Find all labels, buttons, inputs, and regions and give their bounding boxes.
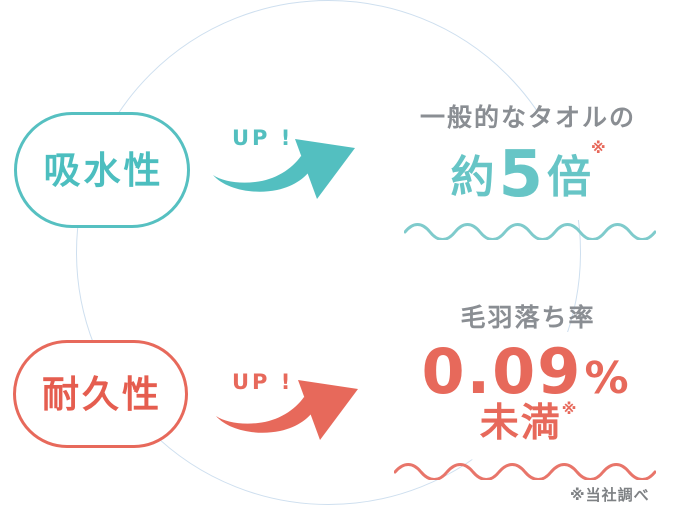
up-arrow-icon-teal <box>213 139 355 199</box>
durability-value-qualifier: 未満※ <box>400 401 656 446</box>
wavy-underline-teal <box>404 223 656 240</box>
absorbency-up-label: UP ! <box>232 126 294 150</box>
absorbency-pill-label: 吸水性 <box>43 148 164 192</box>
wavy-underline-coral <box>394 463 656 480</box>
absorbency-asterisk: ※ <box>590 139 606 157</box>
durability-pill-label: 耐久性 <box>42 372 162 416</box>
durability-value-number: 0.09 <box>421 335 583 408</box>
absorbency-pill: 吸水性 <box>14 112 190 228</box>
durability-pill: 耐久性 <box>13 340 188 448</box>
footnote-text: ※当社調べ <box>570 486 650 504</box>
durability-value-suffix: 未満 <box>479 401 562 446</box>
durability-value-unit: % <box>584 353 629 404</box>
decorative-circle <box>76 0 581 505</box>
durability-asterisk: ※ <box>561 400 577 418</box>
absorbency-value-prefix: 約 <box>450 152 495 203</box>
durability-up-label: UP ! <box>232 370 294 394</box>
absorbency-value-number: 5 <box>498 138 543 212</box>
white-blob-top <box>398 112 648 220</box>
up-arrow-icon-coral <box>216 380 358 440</box>
durability-lead-text: 毛羽落ち率 <box>460 303 596 332</box>
durability-value: 0.09% <box>397 341 653 403</box>
absorbency-value-suffix: 倍 <box>546 152 591 203</box>
absorbency-value: 約5倍※ <box>400 141 656 208</box>
absorbency-lead-text: 一般的なタオルの <box>419 103 636 132</box>
white-blob-bottom <box>420 332 658 460</box>
